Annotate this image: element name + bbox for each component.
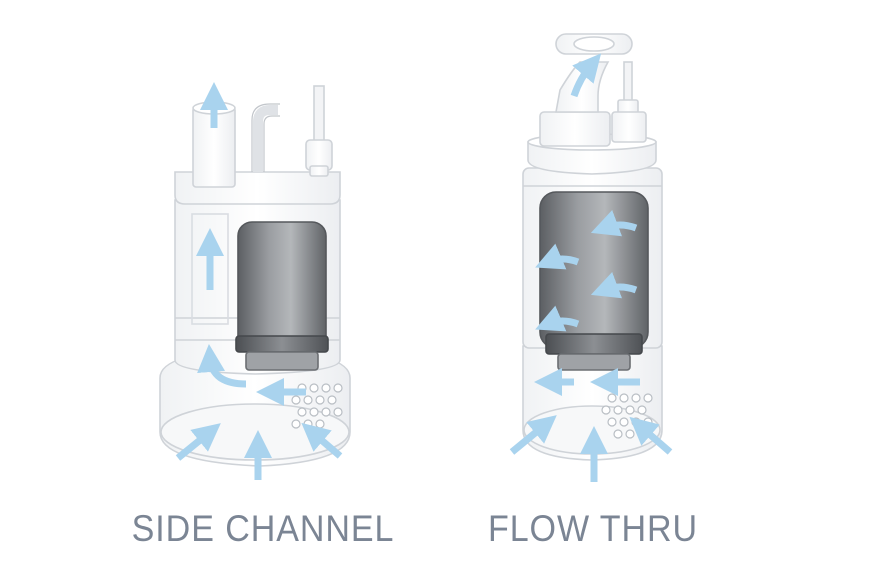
left-motor bbox=[237, 221, 327, 353]
flow-arrow-icon bbox=[301, 422, 343, 459]
side-channel-pump bbox=[159, 85, 351, 467]
flow-arrow-icon bbox=[570, 53, 602, 98]
right-pump-cap bbox=[527, 141, 657, 175]
flow-arrow-icon bbox=[535, 305, 580, 332]
flow-thru-label: FLOW THRU bbox=[487, 508, 698, 549]
left-flow-arrows bbox=[175, 82, 343, 480]
side-channel-label: SIDE CHANNEL bbox=[131, 508, 395, 549]
flow-arrow-icon bbox=[590, 271, 638, 299]
flow-arrow-icon bbox=[175, 423, 221, 461]
flow-arrow-icon bbox=[590, 209, 638, 237]
flow-arrow-icon bbox=[509, 415, 557, 455]
flow-arrow-icon bbox=[197, 344, 247, 388]
left-cable bbox=[313, 85, 325, 143]
left-pump-handle bbox=[253, 105, 278, 172]
right-discharge-pipe bbox=[555, 61, 610, 113]
flow-arrow-icon bbox=[629, 416, 673, 455]
flow-thru-pump bbox=[522, 33, 663, 461]
flow-arrow-icon bbox=[535, 243, 580, 270]
right-flow-arrows bbox=[509, 53, 673, 482]
